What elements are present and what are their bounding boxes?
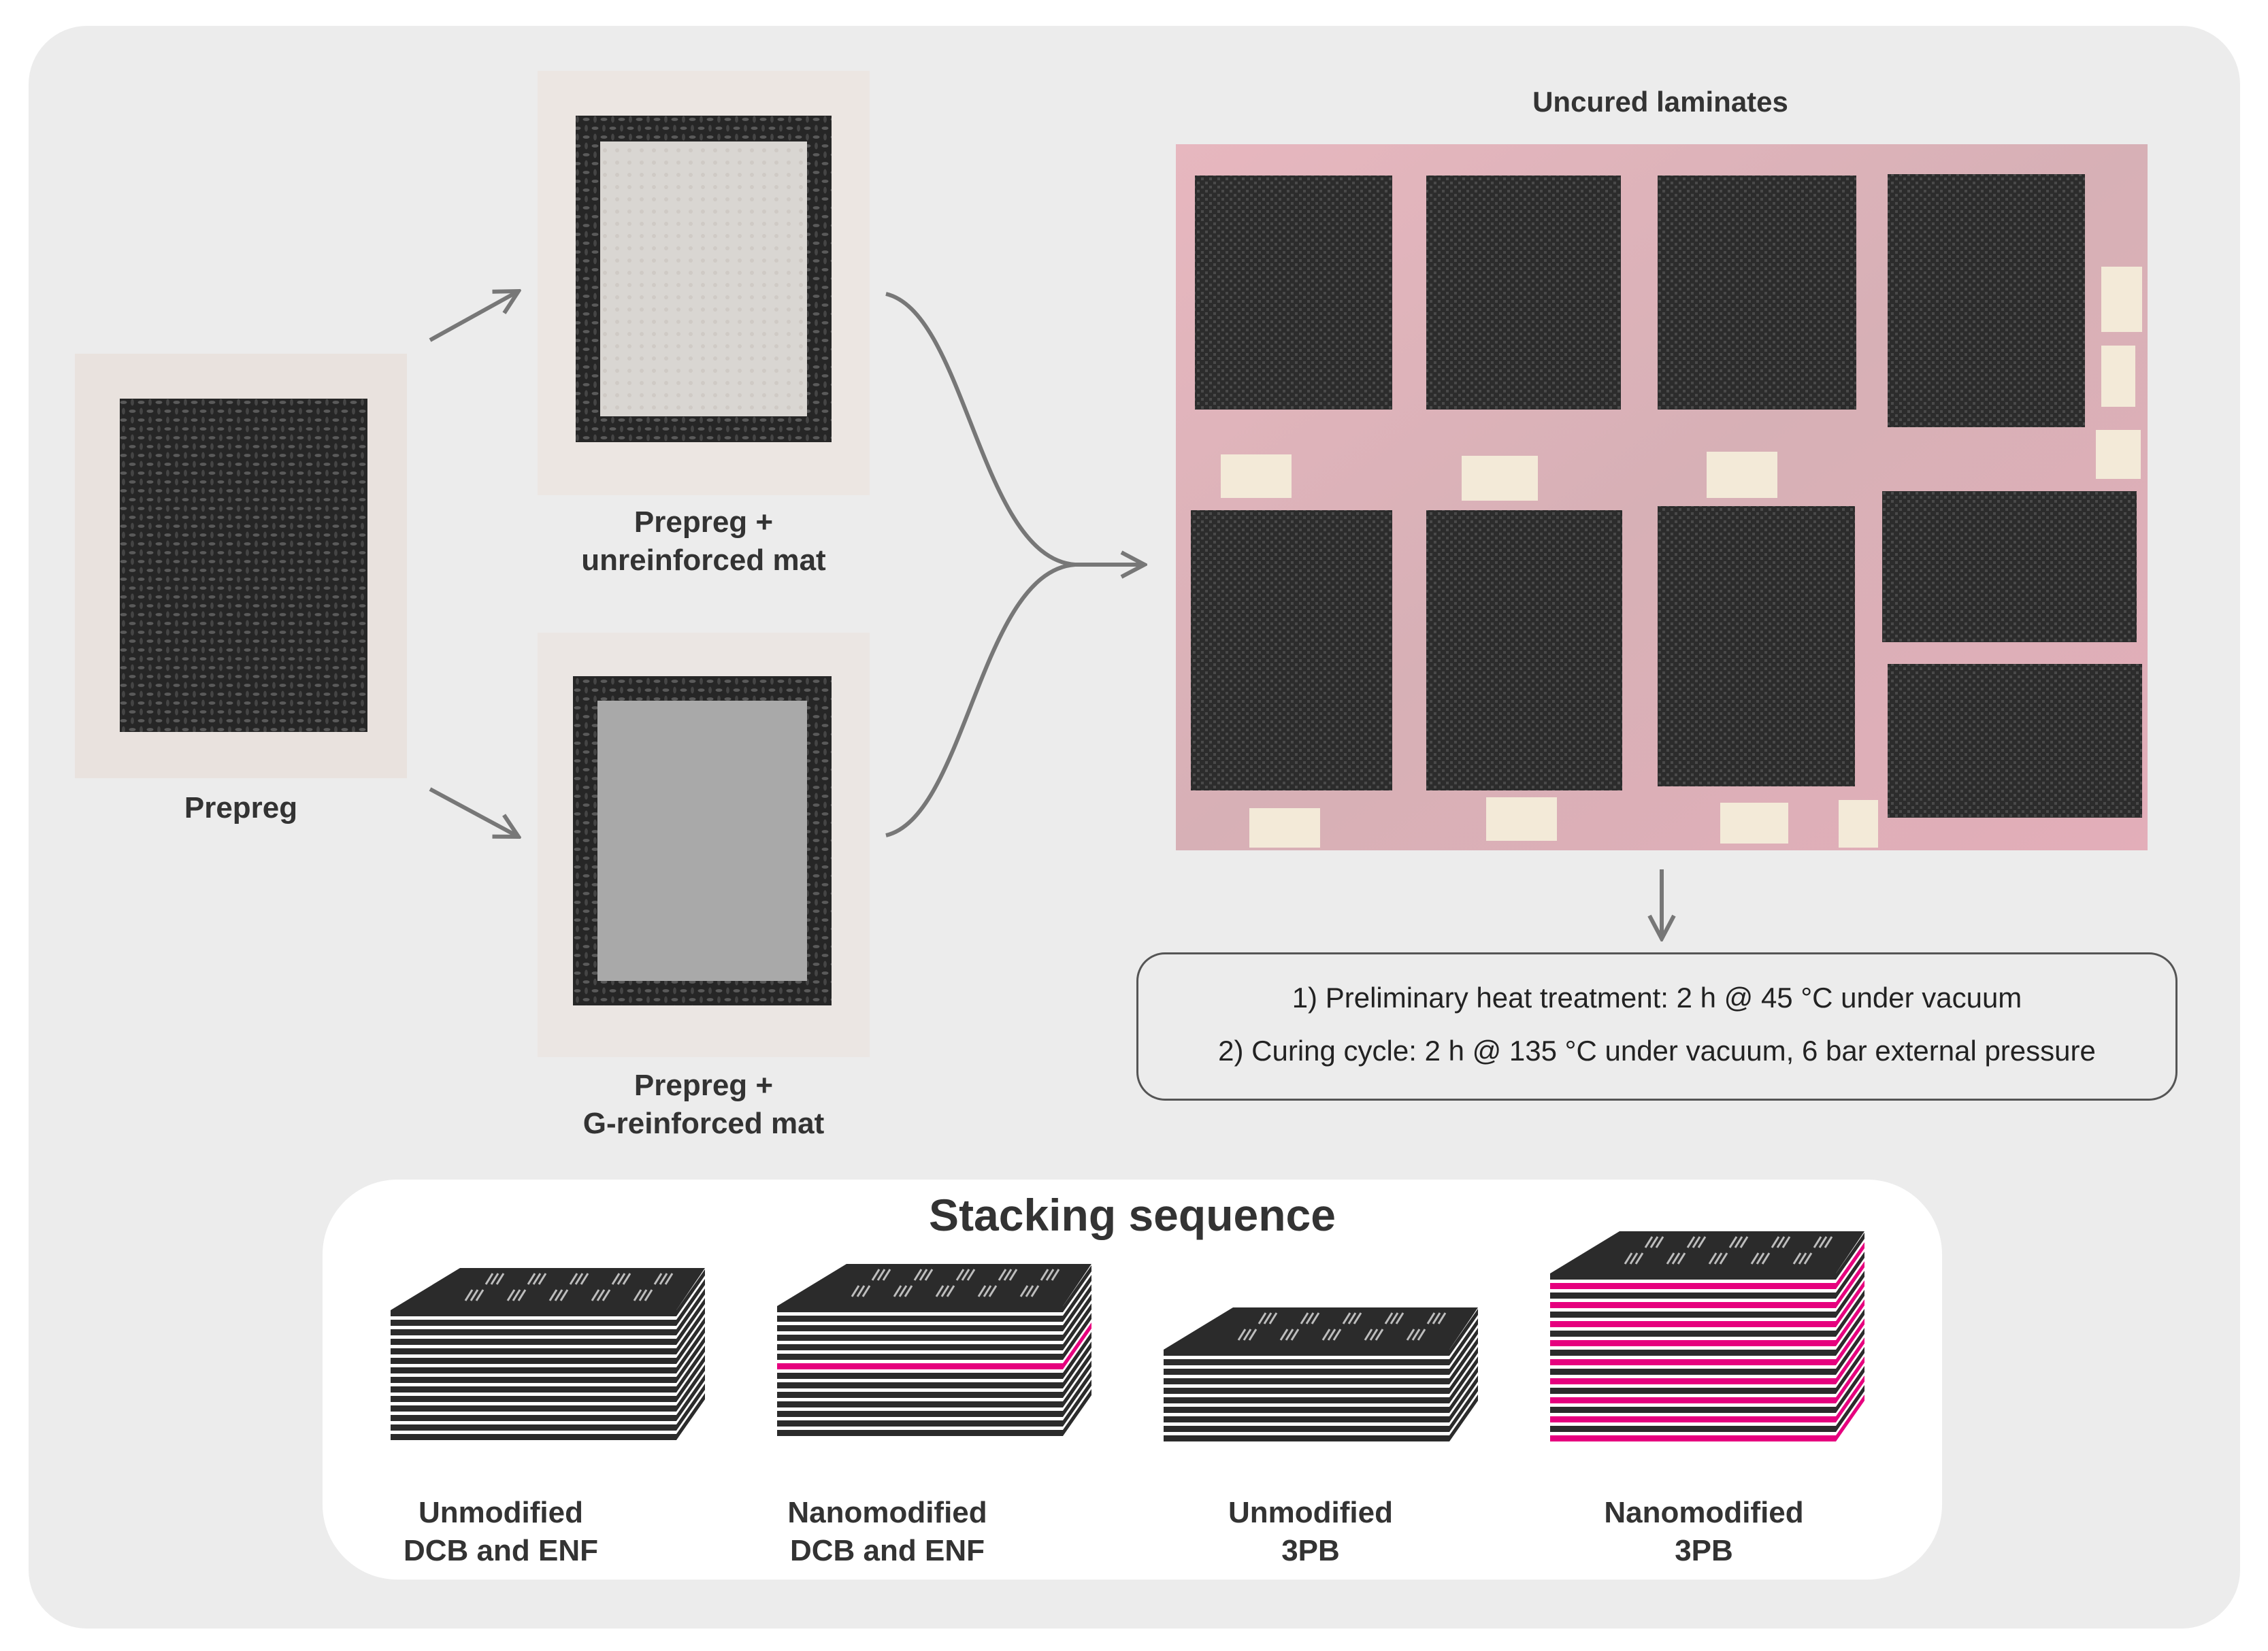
g-reinforced-mat-photo bbox=[538, 633, 870, 1057]
carbon-layer bbox=[1550, 1366, 1864, 1413]
stack-unmodified-3pb bbox=[1164, 1307, 1478, 1441]
carbon-layer bbox=[1164, 1375, 1478, 1422]
carbon-layer bbox=[1550, 1233, 1864, 1280]
carbon-layer bbox=[391, 1307, 705, 1354]
stack-top-face bbox=[391, 1268, 705, 1310]
carbon-layer bbox=[1550, 1385, 1864, 1432]
carbon-layer bbox=[1164, 1318, 1478, 1365]
stack-top-face bbox=[1550, 1231, 1864, 1273]
weave-marks bbox=[851, 1269, 1060, 1297]
carbon-layer bbox=[777, 1284, 1091, 1331]
carbon-layer bbox=[1550, 1252, 1864, 1299]
carbon-layer bbox=[391, 1384, 705, 1431]
unreinforced-mat-label: Prepreg + unreinforced mat bbox=[581, 505, 826, 577]
unreinforced-mat-photo bbox=[538, 71, 870, 495]
carbon-layer bbox=[777, 1351, 1091, 1398]
curing-cycle-box: 1) Preliminary heat treatment: 2 h @ 45 … bbox=[1136, 952, 2177, 1101]
carbon-layer bbox=[391, 1327, 705, 1373]
curing-step-2: 2) Curing cycle: 2 h @ 135 °C under vacu… bbox=[1218, 1035, 2096, 1067]
nanomat-layer bbox=[1550, 1261, 1864, 1308]
nanomat-layer bbox=[1550, 1280, 1864, 1327]
weave-marks bbox=[1237, 1312, 1447, 1341]
carbon-layer bbox=[391, 1298, 705, 1345]
prepreg-photo bbox=[75, 354, 407, 778]
uncured-laminates-photo bbox=[1176, 144, 2148, 850]
carbon-layer bbox=[777, 1370, 1091, 1417]
carbon-layer bbox=[1164, 1347, 1478, 1394]
carbon-layer bbox=[777, 1294, 1091, 1341]
carbon-layer bbox=[777, 1380, 1091, 1427]
stack-top-face bbox=[777, 1264, 1091, 1306]
weave-marks bbox=[1624, 1236, 1833, 1265]
carbon-layer bbox=[777, 1341, 1091, 1388]
carbon-layer bbox=[391, 1288, 705, 1335]
nanomat-layer bbox=[1550, 1299, 1864, 1346]
uncured-laminates-title: Uncured laminates bbox=[1532, 86, 1788, 118]
merge-curve-bottom bbox=[885, 563, 1076, 837]
carbon-layer bbox=[1164, 1356, 1478, 1403]
carbon-layer bbox=[1164, 1328, 1478, 1375]
nanomat-layer bbox=[1550, 1242, 1864, 1289]
arrow-to-g-reinforced bbox=[429, 787, 519, 837]
carbon-layer bbox=[777, 1389, 1091, 1436]
carbon-layer bbox=[391, 1365, 705, 1412]
carbon-layer bbox=[1550, 1271, 1864, 1318]
carbon-layer bbox=[391, 1393, 705, 1440]
nanomat-layer bbox=[777, 1322, 1091, 1369]
carbon-layer bbox=[777, 1361, 1091, 1407]
carbon-layer bbox=[391, 1355, 705, 1402]
merge-curve-top bbox=[885, 292, 1076, 567]
nanomat-layer bbox=[1550, 1337, 1864, 1384]
carbon-layer bbox=[1164, 1337, 1478, 1384]
carbon-layer bbox=[777, 1313, 1091, 1360]
carbon-layer bbox=[1164, 1395, 1478, 1441]
carbon-layer bbox=[1550, 1328, 1864, 1375]
carbon-layer bbox=[1550, 1290, 1864, 1337]
carbon-layer bbox=[391, 1279, 705, 1326]
prepreg-label: Prepreg bbox=[184, 791, 298, 824]
carbon-layer bbox=[391, 1336, 705, 1383]
carbon-layer bbox=[391, 1317, 705, 1364]
carbon-layer bbox=[391, 1346, 705, 1392]
nanomat-layer bbox=[1550, 1395, 1864, 1441]
carbon-layer bbox=[777, 1303, 1091, 1350]
carbon-layer bbox=[1164, 1309, 1478, 1356]
stack-unmodified-dcb-enf bbox=[391, 1268, 705, 1440]
curing-step-1: 1) Preliminary heat treatment: 2 h @ 45 … bbox=[1292, 982, 2022, 1014]
stack-nanomodified-3pb bbox=[1550, 1231, 1864, 1441]
g-reinforced-mat-label: Prepreg + G-reinforced mat bbox=[582, 1069, 825, 1140]
nanomat-layer bbox=[1550, 1318, 1864, 1365]
carbon-layer bbox=[777, 1275, 1091, 1322]
carbon-layer bbox=[1164, 1385, 1478, 1432]
carbon-layer bbox=[777, 1265, 1091, 1312]
stacking-sequence-title: Stacking sequence bbox=[929, 1190, 1336, 1240]
carbon-layer bbox=[391, 1374, 705, 1421]
carbon-layer bbox=[1550, 1309, 1864, 1356]
arrow-to-unreinforced bbox=[429, 291, 519, 342]
stack-top-face bbox=[1164, 1307, 1478, 1350]
carbon-layer bbox=[391, 1269, 705, 1316]
weave-marks bbox=[464, 1273, 674, 1301]
carbon-layer bbox=[777, 1332, 1091, 1379]
nanomat-layer bbox=[1550, 1356, 1864, 1403]
stack-nanomodified-dcb-enf bbox=[777, 1264, 1091, 1436]
nanomat-layer bbox=[1550, 1375, 1864, 1422]
carbon-layer bbox=[1550, 1347, 1864, 1394]
carbon-layer bbox=[1164, 1366, 1478, 1413]
